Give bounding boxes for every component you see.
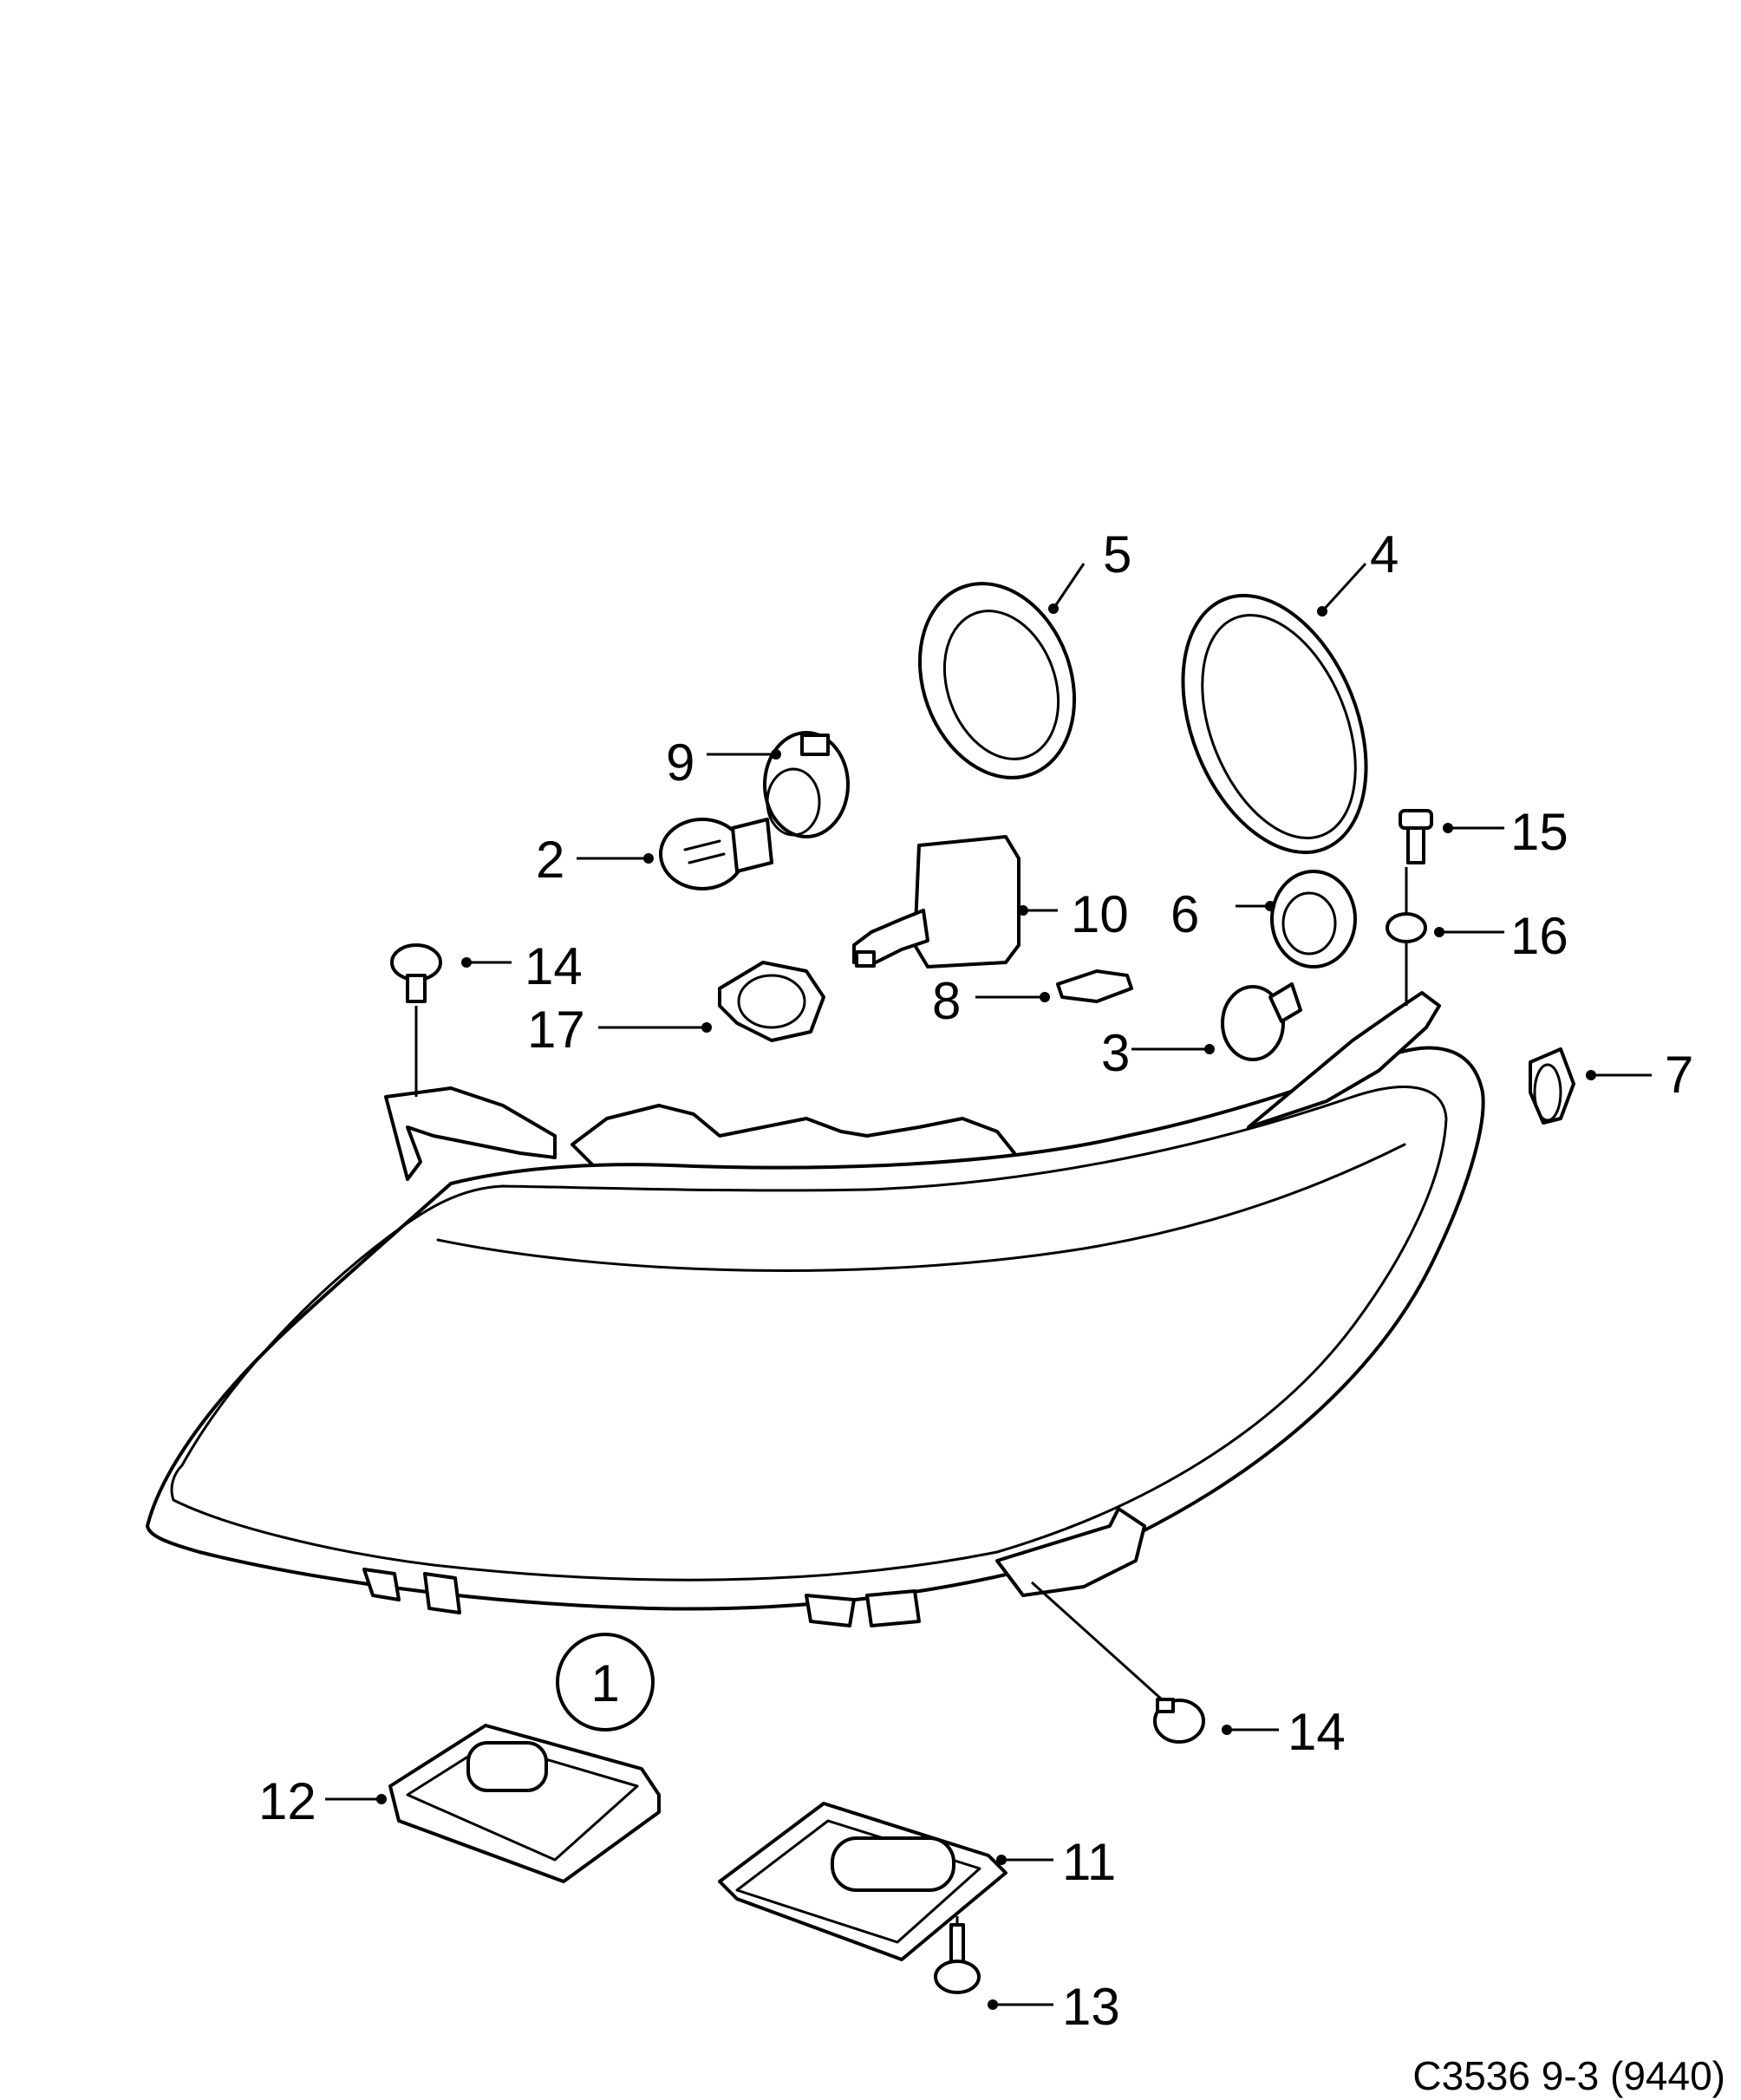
callout-5: 5: [1103, 525, 1131, 584]
figure-caption: C3536 9-3 (9440): [1412, 2053, 1725, 2098]
assembly-number: 1: [590, 1654, 619, 1712]
callout-14-top: 14: [525, 937, 583, 995]
bolt-bottom: [1153, 1698, 1205, 1744]
callout-13: 13: [1062, 1978, 1120, 2036]
callout-17: 17: [527, 1001, 585, 1059]
screw: [1399, 809, 1433, 864]
callout-16: 16: [1510, 907, 1568, 965]
callout-4: 4: [1370, 525, 1399, 584]
clip: [1056, 969, 1133, 1003]
seal-ring-small: [917, 582, 1077, 779]
callout-6: 6: [1170, 885, 1199, 943]
callout-10: 10: [1071, 885, 1129, 943]
ballast-unit-11: [718, 1802, 1007, 1961]
callout-7: 7: [1665, 1046, 1693, 1104]
callout-labels: 5 4 9 2 15 10 6 16 14 17 8 3 7 14 12 11 …: [258, 525, 1693, 2036]
bulb-amber: [1221, 982, 1302, 1061]
seal-ring-large: [1181, 593, 1368, 855]
sleeve: [1529, 1047, 1575, 1125]
screw-bottom: [934, 1923, 981, 1994]
callout-12: 12: [258, 1772, 316, 1830]
bulb-holder-right: [1270, 870, 1357, 968]
bulb-small: [659, 818, 773, 890]
callout-11: 11: [1062, 1833, 1116, 1891]
bulb-holder: [763, 731, 850, 838]
callout-8: 8: [932, 972, 961, 1030]
callout-3: 3: [1101, 1024, 1130, 1082]
assembly-reference: 1: [556, 1633, 655, 1732]
ballast-unit-12: [388, 1724, 661, 1883]
headlamp-housing: [146, 991, 1485, 1627]
callout-2: 2: [536, 831, 564, 889]
leader-lines: [325, 562, 1652, 2010]
callout-9: 9: [666, 734, 694, 792]
nut: [1386, 912, 1427, 943]
bolt-top: [390, 943, 442, 1097]
xenon-bulb: [852, 835, 1020, 968]
callout-15: 15: [1510, 803, 1568, 861]
retaining-ring: [718, 961, 825, 1042]
callout-14-bottom: 14: [1288, 1703, 1346, 1761]
